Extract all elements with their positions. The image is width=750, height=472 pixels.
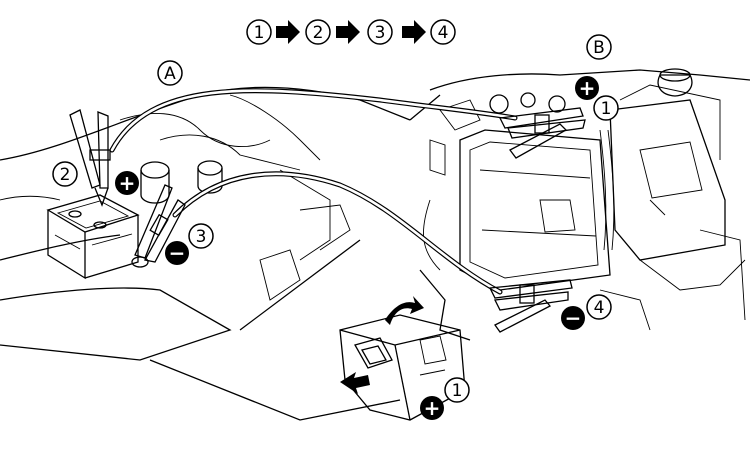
vehicle-b-engine-bay [409,68,750,341]
sequence-step-2: 2 [305,19,331,45]
sequence-step-3: 3 [367,19,393,45]
badge-a-positive: + [115,171,139,195]
jumper-cable-negative [172,171,503,295]
sequence-step-4: 4 [430,19,456,45]
badge-a-negative: − [165,241,189,265]
step-a-negative: 3 [188,223,214,249]
step-b-negative: 4 [586,294,612,320]
clamp-b-positive [499,107,586,159]
badge-fusebox-positive: + [420,396,444,420]
lid-open-arrow [385,296,424,325]
clamp-a-negative [131,184,186,268]
svg-text:4: 4 [594,298,605,318]
badge-b-positive: + [575,76,599,100]
svg-text:3: 3 [375,23,386,43]
svg-text:+: + [424,396,441,420]
svg-text:B: B [593,38,605,58]
clamp-a-positive [69,109,111,207]
svg-text:−: − [169,241,186,265]
svg-text:+: + [579,76,596,100]
terminal-pointer-arrow [340,372,370,394]
badge-b-negative: − [561,306,585,330]
sequence-arrow-2 [336,20,360,44]
svg-text:1: 1 [254,23,265,43]
vehicle-b-label: B [586,34,612,60]
step-sequence: 1 2 3 4 [246,19,456,45]
sequence-arrow-1 [276,20,300,44]
svg-text:2: 2 [60,165,71,185]
svg-text:1: 1 [452,381,463,401]
vehicle-a-label: A [157,60,183,86]
step-a-positive: 2 [52,161,78,187]
svg-text:1: 1 [601,99,612,119]
svg-text:4: 4 [438,23,449,43]
svg-text:A: A [164,64,176,84]
fuse-box-inset [339,296,466,421]
sequence-arrow-3 [402,20,426,44]
step-b-positive: 1 [593,95,619,121]
vehicle-a-engine-bay [0,86,411,421]
jumper-cable-positive [109,88,518,153]
svg-text:+: + [119,171,136,195]
vehicle-a-battery [46,194,140,280]
svg-text:−: − [565,306,582,330]
svg-text:3: 3 [196,227,207,247]
clamp-b-negative [488,279,573,333]
svg-text:2: 2 [313,23,324,43]
step-fusebox-positive: 1 [444,377,470,403]
sequence-step-1: 1 [246,19,272,45]
